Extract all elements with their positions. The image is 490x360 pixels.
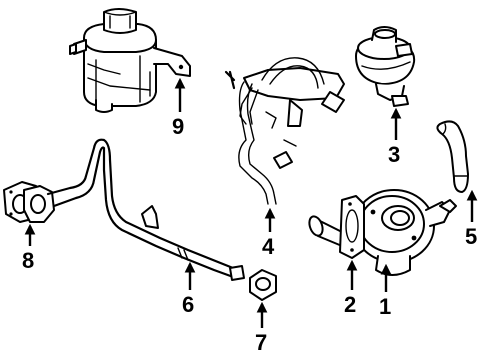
part-3-egr-modulator: [355, 26, 416, 107]
callout-4: 4: [262, 234, 275, 259]
callout-3: 3: [388, 142, 400, 167]
callout-8: 8: [22, 248, 34, 273]
part-2-gasket: [339, 195, 365, 259]
callout-2: 2: [344, 292, 356, 317]
callout-5: 5: [465, 224, 477, 249]
callout-7: 7: [255, 330, 267, 355]
part-4-vacuum-bracket: [224, 57, 345, 205]
callout-9: 9: [172, 114, 184, 139]
callout-6: 6: [182, 292, 194, 317]
part-7-union-nut: [249, 269, 277, 301]
part-9-vacuum-tank: [69, 8, 191, 113]
part-5-vacuum-hose: [436, 120, 469, 193]
part-8-pipe-gasket: [3, 181, 55, 223]
part-6-egr-pipe: [46, 138, 245, 281]
part-1-egr-valve: [308, 189, 457, 276]
callout-1: 1: [379, 294, 391, 319]
